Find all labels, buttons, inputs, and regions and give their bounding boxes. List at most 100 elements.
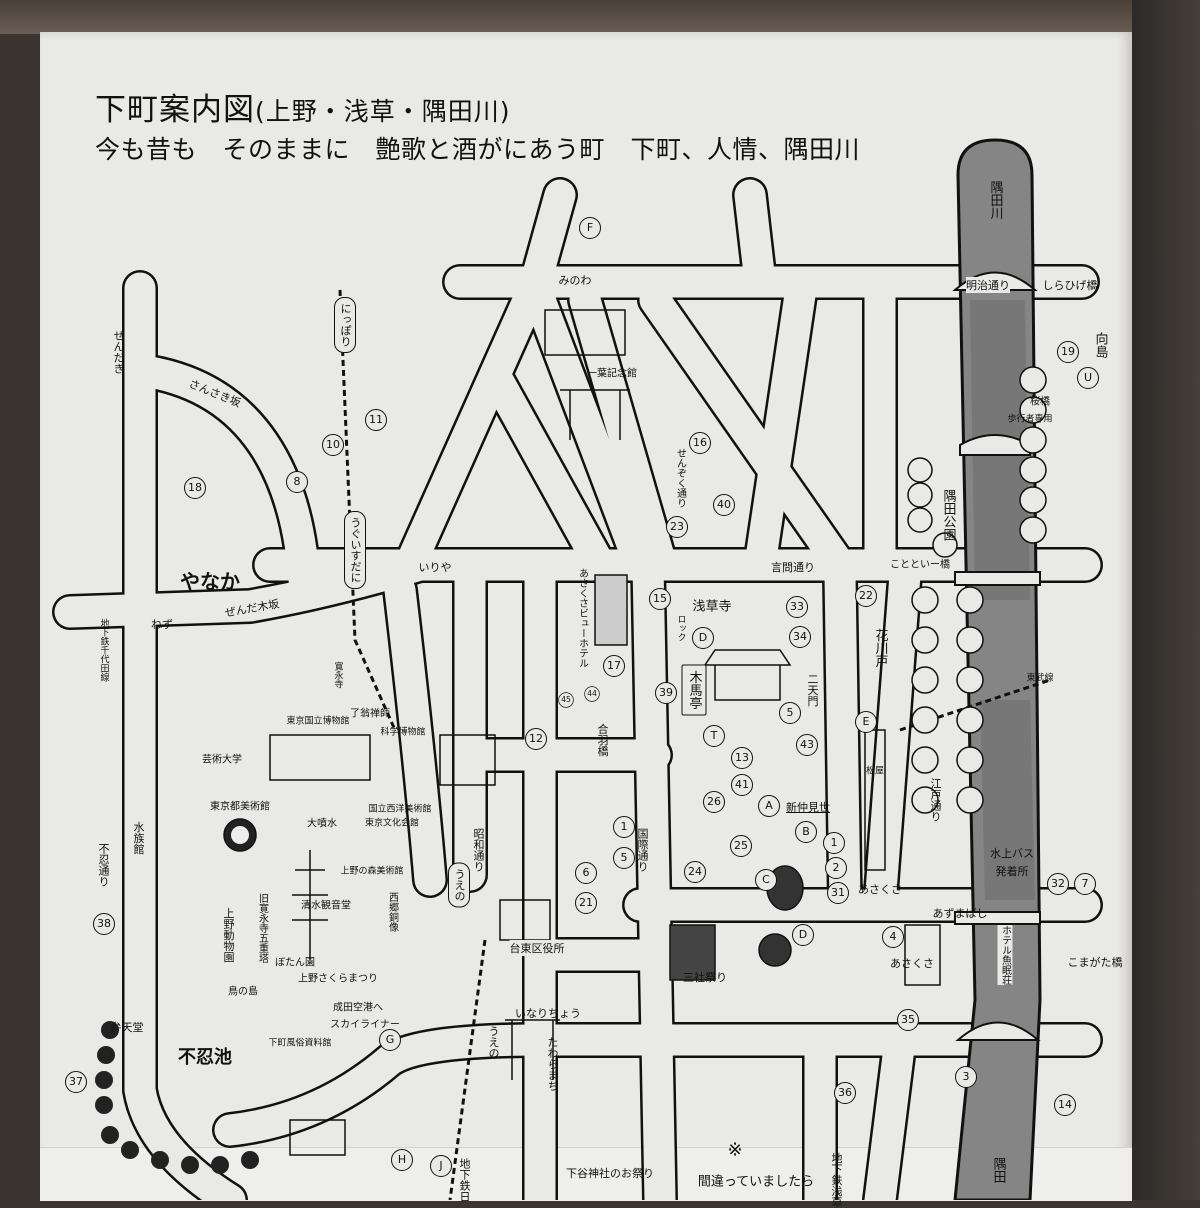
- map-marker[interactable]: T: [703, 725, 725, 747]
- label-pedestrian-only: 歩行者専用: [1007, 414, 1053, 425]
- label-skyliner: スカイライナー: [330, 1019, 400, 1031]
- map-marker[interactable]: U: [1077, 367, 1099, 389]
- label-fountain: 大噴水: [307, 818, 337, 830]
- map-marker[interactable]: 2: [825, 857, 847, 879]
- photo-edge-top: [0, 0, 1200, 34]
- illustrations: [223, 309, 941, 1156]
- label-water-bus-pier: 発着所: [995, 865, 1029, 878]
- map-marker[interactable]: 39: [655, 682, 677, 704]
- map-marker[interactable]: 11: [365, 409, 387, 431]
- label-kiyomizu-kannon: 清水観音堂: [301, 900, 351, 912]
- label-taito-ward-office: 台東区役所: [509, 940, 565, 956]
- map-marker[interactable]: 34: [789, 626, 811, 648]
- map-marker[interactable]: 38: [93, 913, 115, 935]
- map-marker[interactable]: 41: [731, 774, 753, 796]
- station-uguisudani[interactable]: うぐいすだに: [344, 511, 366, 589]
- label-sumida-bottom: 隅田: [990, 1157, 1006, 1183]
- title-main: 下町案内図: [95, 92, 255, 128]
- map-marker[interactable]: 1: [823, 832, 845, 854]
- map-marker[interactable]: 6: [575, 862, 597, 884]
- station-ueno[interactable]: うえの: [448, 862, 470, 908]
- map-marker[interactable]: 43: [796, 734, 818, 756]
- label-tobu-line: 東武線: [1026, 673, 1054, 684]
- label-sumida-river: 隅田川: [987, 180, 1003, 220]
- label-meiji-dori: 明治通り: [966, 277, 1010, 293]
- map-marker[interactable]: 19: [1057, 341, 1079, 363]
- station-nippori[interactable]: にっぽり: [334, 297, 356, 353]
- map-marker[interactable]: B: [795, 821, 817, 843]
- map-marker[interactable]: 22: [855, 585, 877, 607]
- map-marker[interactable]: 40: [713, 494, 735, 516]
- map-marker[interactable]: C: [755, 869, 777, 891]
- map-marker[interactable]: 24: [684, 861, 706, 883]
- map-marker[interactable]: 44: [584, 686, 600, 702]
- map-marker[interactable]: 45: [558, 692, 574, 708]
- label-nezu: ねず: [151, 618, 173, 631]
- map-marker[interactable]: D: [792, 924, 814, 946]
- map-marker[interactable]: 18: [184, 477, 206, 499]
- label-shin-nakamise: 新仲見世: [786, 801, 830, 814]
- label-bentendo: 弁天堂: [110, 1021, 144, 1034]
- map-marker[interactable]: 25: [730, 835, 752, 857]
- label-azumabashi: あずまばし: [932, 907, 988, 920]
- map-marker[interactable]: 26: [703, 791, 725, 813]
- map-marker[interactable]: 37: [65, 1071, 87, 1093]
- map-marker[interactable]: G: [379, 1029, 401, 1051]
- map-marker[interactable]: 4: [882, 926, 904, 948]
- map-marker[interactable]: 33: [786, 596, 808, 618]
- map-marker[interactable]: 12: [525, 728, 547, 750]
- label-botan-en: ぼたん園: [275, 957, 315, 969]
- map-marker[interactable]: 16: [689, 432, 711, 454]
- map-marker[interactable]: F: [579, 217, 601, 239]
- map-marker[interactable]: 5: [613, 847, 635, 869]
- map-marker[interactable]: 14: [1054, 1094, 1076, 1116]
- label-chiyoda-line: 地下鉄千代田線: [98, 618, 109, 682]
- label-national-museum: 東京国立博物館: [286, 716, 350, 727]
- map-marker[interactable]: 32: [1047, 873, 1069, 895]
- map-marker[interactable]: 35: [897, 1009, 919, 1031]
- label-tawaramachi: たわらまち: [546, 1036, 559, 1092]
- label-ueno-sakura-festival: 上野さくらまつり: [298, 973, 378, 985]
- map-title: 下町案内図(上野・浅草・隅田川): [95, 84, 511, 129]
- label-rokku: ロック: [675, 614, 686, 642]
- map-subtitle: 今も昔も そのままに 艶歌と酒がにあう町 下町、人情、隅田川: [95, 135, 861, 164]
- map-marker[interactable]: 8: [286, 471, 308, 493]
- map-marker[interactable]: D: [692, 627, 714, 649]
- map-marker[interactable]: 5: [779, 702, 801, 724]
- map-marker[interactable]: 21: [575, 892, 597, 914]
- label-subway-left: 地下鉄日: [458, 1158, 471, 1202]
- label-science-museum: 科学博物館: [380, 727, 426, 738]
- map-marker[interactable]: 23: [666, 516, 688, 538]
- map-marker[interactable]: 17: [603, 655, 625, 677]
- map-marker[interactable]: 7: [1074, 873, 1096, 895]
- cherry-trees: [907, 366, 1047, 814]
- label-sensoji: 浅草寺: [692, 599, 732, 615]
- map-marker[interactable]: 31: [827, 882, 849, 904]
- label-aquarium: 水族館: [132, 821, 145, 855]
- map-marker[interactable]: 13: [731, 747, 753, 769]
- map-marker[interactable]: E: [855, 711, 877, 733]
- label-kokusai-dori: 国際通り: [636, 828, 649, 872]
- label-hanakawado: 花川戸: [872, 628, 888, 668]
- label-komagata-bridge: こまがた橋: [1067, 956, 1123, 969]
- label-sumida-park: 隅田公園: [940, 489, 956, 541]
- label-asakusa: あさくさ: [858, 883, 902, 896]
- map-marker[interactable]: 15: [649, 588, 671, 610]
- label-shinobazu-dori: 不忍通り: [97, 843, 110, 887]
- label-nitenmon: 二天門: [806, 673, 819, 707]
- label-narita: 成田空港へ: [333, 1002, 383, 1014]
- label-saigo-statue: 西郷銅像: [386, 892, 398, 932]
- title-areas: (上野・浅草・隅田川): [255, 97, 511, 126]
- map-marker[interactable]: 1: [613, 816, 635, 838]
- label-hotel-gyominso: ホテル魚眠荘: [997, 925, 1013, 985]
- map-marker[interactable]: 3: [955, 1066, 977, 1088]
- map-marker[interactable]: 10: [322, 434, 344, 456]
- label-subway-asakusa: 地下鉄浅草: [830, 1152, 843, 1208]
- map-marker[interactable]: 36: [834, 1082, 856, 1104]
- label-bunka-kaikan: 東京文化会館: [364, 818, 420, 829]
- map-marker[interactable]: J: [430, 1155, 452, 1177]
- label-shitamachi-museum: 下町風俗資料館: [268, 1038, 332, 1049]
- map-marker[interactable]: H: [391, 1149, 413, 1171]
- map-marker[interactable]: A: [758, 795, 780, 817]
